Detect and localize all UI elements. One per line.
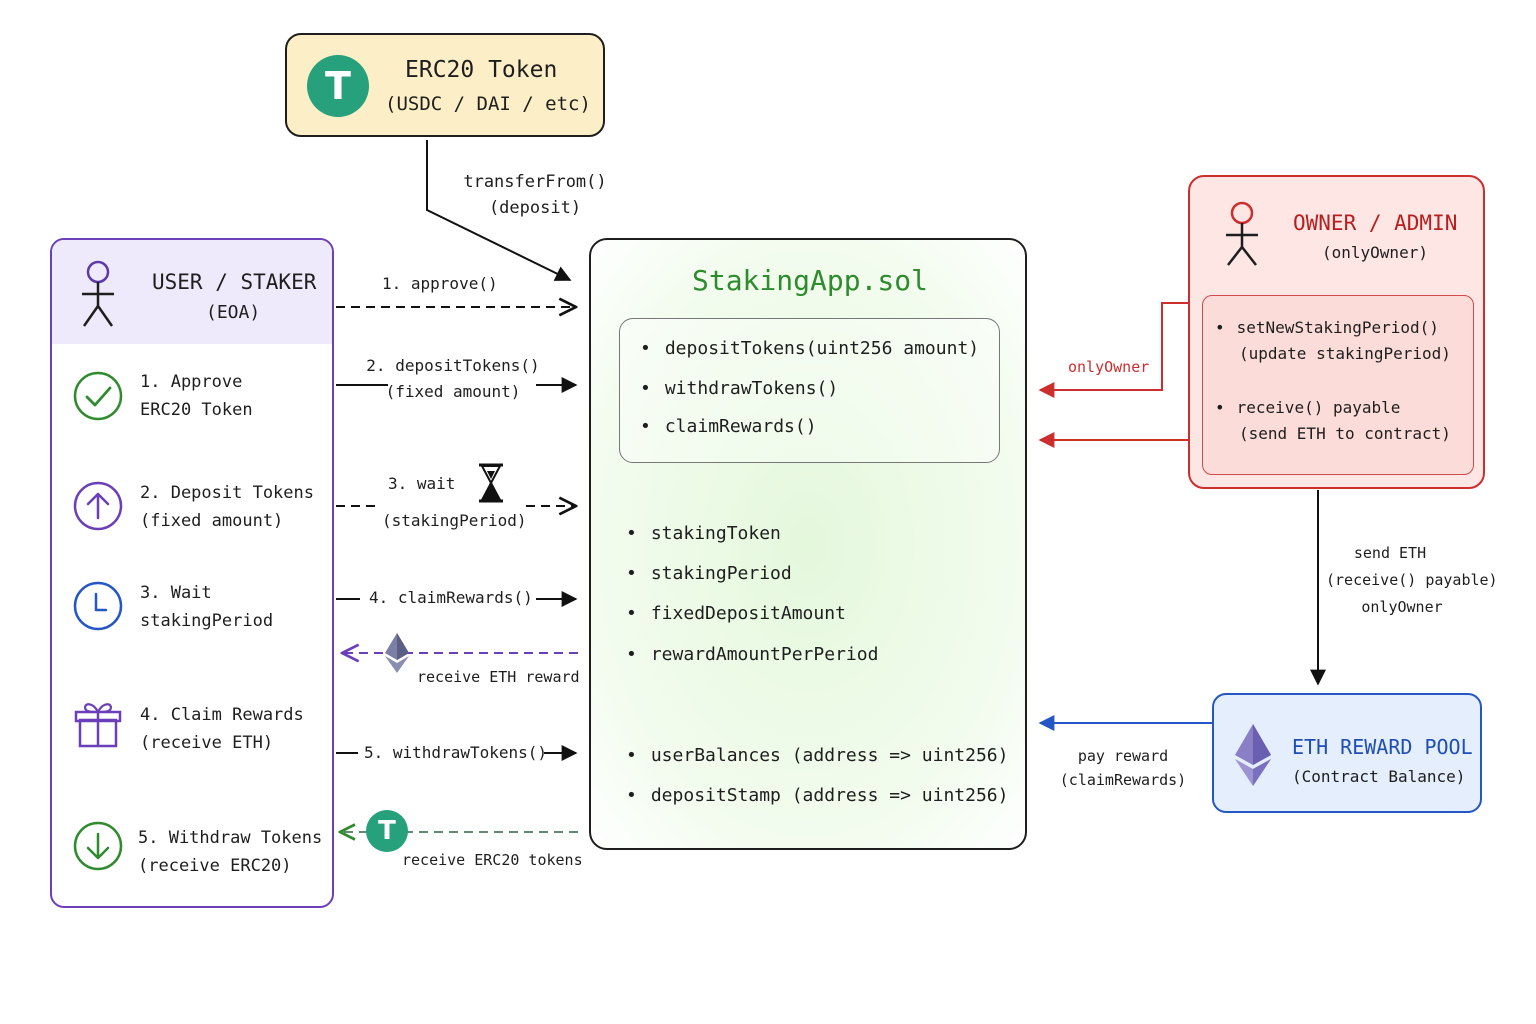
staking-app-box: StakingApp.sol depositTokens(uint256 amo… <box>589 238 1027 850</box>
user-header: USER / STAKER (EOA) <box>52 240 332 344</box>
clock-icon <box>73 581 123 631</box>
staking-title: StakingApp.sol <box>691 264 928 297</box>
fn-deposit: depositTokens(uint256 amount) <box>640 338 979 359</box>
tether-small-icon: T <box>366 810 408 852</box>
eth-reward-pool-box: ETH REWARD POOL (Contract Balance) <box>1212 693 1482 813</box>
owner-functions-box: •setNewStakingPeriod() (update stakingPe… <box>1202 295 1474 475</box>
receive-erc20-label: receive ERC20 tokens <box>402 851 583 869</box>
fn-claim: claimRewards() <box>640 416 817 437</box>
hourglass-icon <box>479 463 503 503</box>
step-withdraw: 5. Withdraw Tokens(receive ERC20) <box>138 828 323 876</box>
var-reward-amount: rewardAmountPerPeriod <box>626 644 879 665</box>
erc20-token-box: T ERC20 Token (USDC / DAI / etc) <box>285 33 605 137</box>
owner-figure-icon <box>1226 201 1258 266</box>
map-user-balances: userBalances (address => uint256) <box>626 745 1009 766</box>
var-staking-period: stakingPeriod <box>626 563 792 584</box>
pay-reward-label: pay reward(claimRewards) <box>1059 747 1187 789</box>
only-owner-label: onlyOwner <box>1068 358 1150 376</box>
owner-fn-receive: •receive() payable (send ETH to contract… <box>1215 398 1451 443</box>
functions-box: depositTokens(uint256 amount) withdrawTo… <box>619 318 1000 463</box>
var-staking-token: stakingToken <box>626 523 781 544</box>
erc20-title: ERC20 Token <box>405 57 558 83</box>
tether-token-icon: T <box>307 55 369 117</box>
transfer-arrow <box>426 140 572 281</box>
pool-subtitle: (Contract Balance) <box>1292 767 1466 786</box>
wait-label: 3. wait <box>388 474 456 493</box>
user-title: USER / STAKER <box>152 270 317 294</box>
transfer-label: transferFrom() (deposit) <box>463 172 607 218</box>
step-deposit: 2. Deposit Tokens(fixed amount) <box>140 483 314 531</box>
erc20-subtitle: (USDC / DAI / etc) <box>385 93 591 115</box>
claim-label: 4. claimRewards() <box>369 588 533 607</box>
map-deposit-stamp: depositStamp (address => uint256) <box>626 785 1009 806</box>
fn-withdraw: withdrawTokens() <box>640 378 838 399</box>
var-fixed-deposit: fixedDepositAmount <box>626 603 846 624</box>
receive-eth-label: receive ETH reward <box>417 668 580 686</box>
owner-title: OWNER / ADMIN <box>1293 211 1458 235</box>
owner-admin-box: OWNER / ADMIN (onlyOwner) •setNewStaking… <box>1188 175 1485 489</box>
deposit-label: 2. depositTokens()(fixed amount) <box>366 356 540 401</box>
owner-fn-set-period: •setNewStakingPeriod() (update stakingPe… <box>1215 318 1451 363</box>
check-circle-icon <box>73 371 123 421</box>
owner-setperiod-arrow <box>1038 302 1188 398</box>
ethereum-icon <box>385 633 409 673</box>
owner-subtitle: (onlyOwner) <box>1322 243 1428 262</box>
user-subtitle: (EOA) <box>206 302 261 323</box>
arrow-down-circle-icon <box>73 821 123 871</box>
user-figure-icon <box>82 260 114 327</box>
arrow-up-circle-icon <box>73 481 123 531</box>
wait-period-label: (stakingPeriod) <box>382 511 527 530</box>
withdraw-label: 5. withdrawTokens() <box>364 743 548 762</box>
gift-icon <box>74 703 122 748</box>
pool-title: ETH REWARD POOL <box>1292 735 1473 759</box>
approve-label: 1. approve() <box>382 274 498 293</box>
ethereum-pool-icon <box>1235 724 1271 786</box>
step-claim: 4. Claim Rewards(receive ETH) <box>140 705 304 753</box>
send-eth-label: send ETH (receive() payable) onlyOwner <box>1326 544 1498 616</box>
